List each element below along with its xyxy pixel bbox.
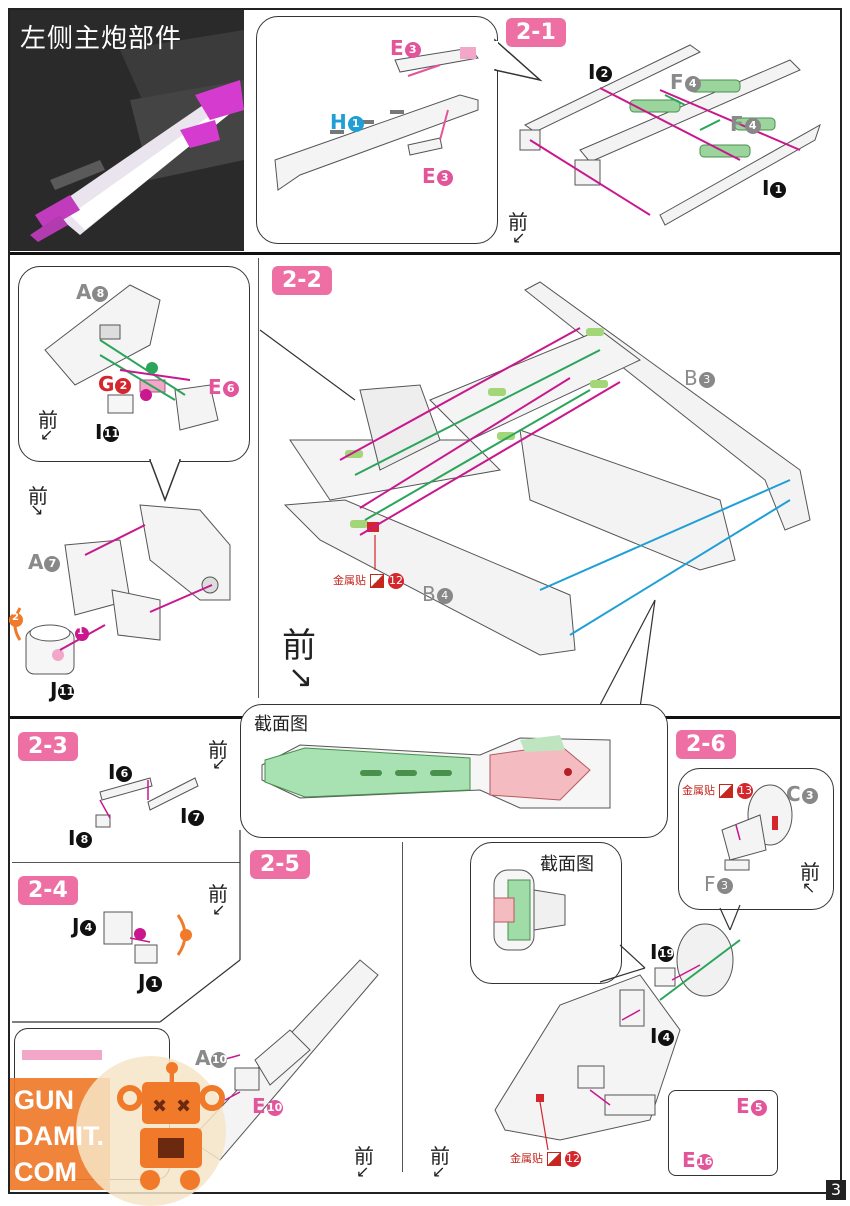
hero-photo: 左侧主炮部件 xyxy=(10,10,244,251)
watermark-line-1: GUN xyxy=(14,1085,74,1115)
step-label-2-5: 2-5 xyxy=(250,850,310,879)
watermark-line-3: COM xyxy=(14,1157,77,1187)
metal-sticker-icon xyxy=(718,784,733,798)
front-direction-label: 前 xyxy=(38,408,58,432)
front-arrow-icon: ↙ xyxy=(212,754,226,773)
step-label-2-1: 2-1 xyxy=(506,18,566,47)
front-direction-label: 前 xyxy=(508,210,528,234)
part-label-e16: E16 xyxy=(682,1148,713,1172)
front-arrow-icon: ↙ xyxy=(432,1162,446,1181)
step-label-2-6: 2-6 xyxy=(676,730,736,759)
cross-section-label: 截面图 xyxy=(254,714,308,735)
arrow-step-number-1: 1 xyxy=(77,626,84,637)
step-label-2-3: 2-3 xyxy=(18,732,78,761)
front-direction-label-large: 前 xyxy=(282,626,316,666)
metal-sticker-icon xyxy=(546,1152,561,1166)
front-direction-label: 前 xyxy=(354,1144,374,1168)
part-label-e10: E10 xyxy=(252,1094,283,1118)
divider-2-3-2-4 xyxy=(12,862,240,863)
front-arrow-icon: ↖ xyxy=(802,878,816,897)
front-direction-label: 前 xyxy=(208,882,228,906)
watermark-text: GUN DAMIT. COM xyxy=(14,1082,104,1190)
arrow-step-number-2: 2 xyxy=(12,612,19,623)
watermark-line-2: DAMIT. xyxy=(14,1121,104,1151)
front-arrow-icon: ↙ xyxy=(512,228,526,247)
front-direction-label: 前 xyxy=(800,860,820,884)
divider-vertical-bottom xyxy=(402,842,403,1172)
front-direction-label: 前 xyxy=(208,738,228,762)
metal-sticker-label-13: 金属贴 13 xyxy=(682,783,753,799)
front-arrow-icon: ↙ xyxy=(212,900,226,919)
front-arrow-icon: ↙ xyxy=(356,1162,370,1181)
part-label-a10: A10 xyxy=(195,1046,228,1070)
front-arrow-icon: ↙ xyxy=(40,425,54,444)
divider-vertical-left xyxy=(258,258,259,698)
divider-top xyxy=(10,252,840,255)
front-direction-label: 前 xyxy=(430,1144,450,1168)
cross-section-label-2-6: 截面图 xyxy=(540,854,594,875)
part-label-i19: I19 xyxy=(650,940,675,964)
part-label-j11: J11 xyxy=(50,678,75,702)
part-label-i11: I11 xyxy=(95,420,120,444)
step-label-2-2: 2-2 xyxy=(272,266,332,295)
svg-text:✖: ✖ xyxy=(176,1096,191,1117)
page-number: 3 xyxy=(826,1180,846,1200)
front-arrow-large-icon: ↘ xyxy=(288,660,314,695)
front-arrow-icon: ↘ xyxy=(30,500,44,519)
metal-sticker-label-12-bottom: 金属贴 12 xyxy=(510,1151,581,1167)
svg-text:✖: ✖ xyxy=(152,1096,167,1117)
page-title: 左侧主炮部件 xyxy=(20,24,183,54)
metal-sticker-icon xyxy=(369,574,384,588)
page-frame xyxy=(8,8,842,1194)
step-label-2-4: 2-4 xyxy=(18,876,78,905)
metal-sticker-label-12: 金属贴 12 xyxy=(333,573,404,589)
front-direction-label: 前 xyxy=(28,484,48,508)
